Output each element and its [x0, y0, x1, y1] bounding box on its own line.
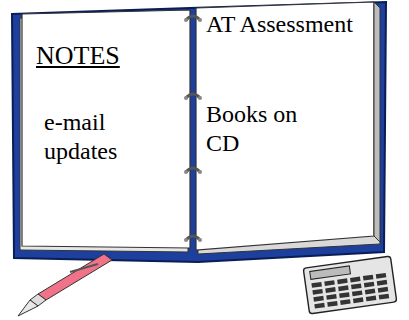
tab-label: Books on CD [206, 100, 324, 158]
calculator [303, 256, 397, 314]
spiral-rings [186, 16, 200, 240]
tab-label: AT Assessment [206, 10, 356, 39]
left-page [22, 10, 190, 248]
notebook-cover [12, 2, 386, 262]
notes-heading: NOTES [36, 40, 166, 71]
right-page [196, 2, 374, 250]
page-note: e-mail updates [44, 108, 154, 166]
pen [18, 254, 112, 316]
